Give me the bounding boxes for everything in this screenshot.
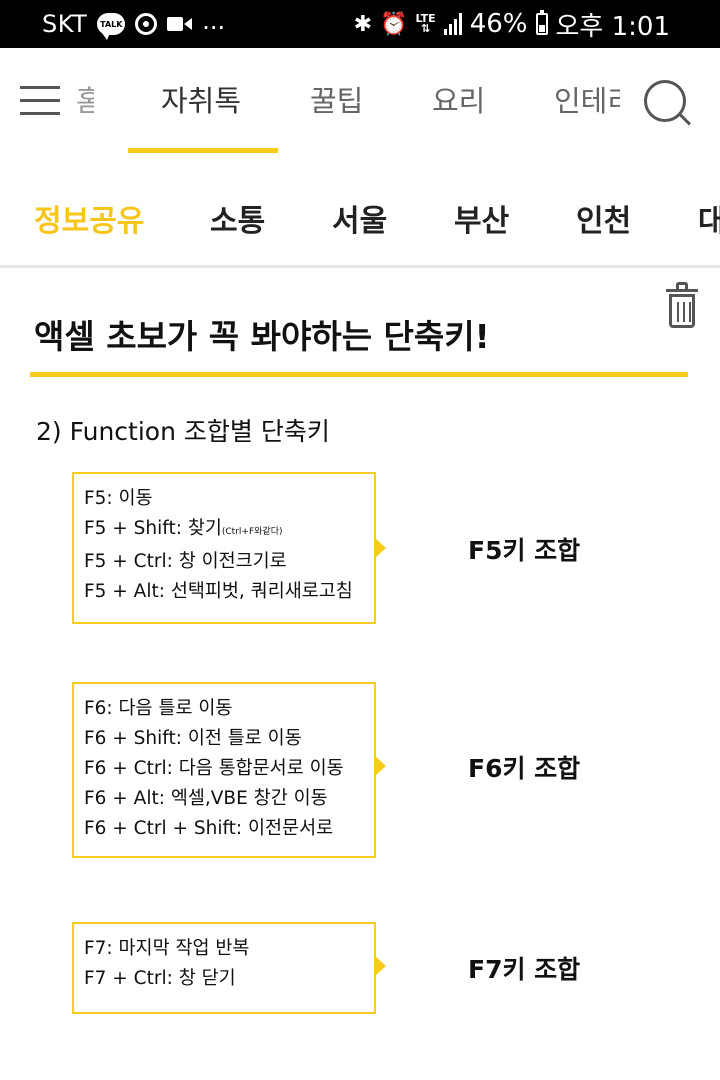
- shortcut-line: F5: 이동: [84, 488, 153, 509]
- clock: 오후 1:01: [555, 11, 671, 42]
- shortcut-box-f6: F6: 다음 틀로 이동 F6 + Shift: 이전 틀로 이동 F6 + C…: [72, 682, 386, 858]
- subtab-communication[interactable]: 소통: [210, 204, 266, 239]
- subtab-seoul[interactable]: 서울: [332, 204, 388, 239]
- shortcut-line: F6 + Ctrl + Shift: 이전문서로: [84, 818, 334, 839]
- battery-icon: [535, 10, 548, 35]
- menu-icon[interactable]: [20, 84, 60, 116]
- battery-percent: 46%: [469, 9, 528, 39]
- tab-home[interactable]: 홈: [76, 84, 94, 118]
- pointer-arrow-icon: [375, 538, 386, 558]
- combo-label-f6: F6키 조합: [468, 754, 581, 783]
- shortcut-box-f7: F7: 마지막 작업 반복 F7 + Ctrl: 창 닫기: [72, 922, 386, 1014]
- shortcut-line: F5 + Ctrl: 창 이전크기로: [84, 551, 287, 572]
- shortcut-line: F7: 마지막 작업 반복: [84, 938, 250, 959]
- status-bar-left: SKT TALK ...: [42, 7, 226, 40]
- shortcut-note: (Ctrl+F와같다): [221, 527, 283, 537]
- shortcut-line: F5 + Shift: 찾기(Ctrl+F와같다): [84, 514, 374, 547]
- combo-label-f5: F5키 조합: [468, 536, 581, 565]
- shortcut-text: F5 + Shift: 찾기: [84, 518, 222, 539]
- tab-interior[interactable]: 인테리어: [554, 84, 620, 118]
- tab-cooking[interactable]: 요리: [432, 84, 486, 118]
- lte-label: LTE: [415, 12, 436, 25]
- signal-icon: [443, 13, 462, 35]
- trash-icon[interactable]: [666, 282, 698, 328]
- more-notifications-icon: ...: [202, 7, 226, 35]
- section-title: 2) Function 조합별 단축키: [36, 417, 330, 446]
- bluetooth-icon: ✱: [353, 11, 373, 37]
- subtab-daegu[interactable]: 대구: [698, 204, 720, 239]
- subtab-info-share[interactable]: 정보공유: [34, 204, 145, 239]
- tab-tips[interactable]: 꿀팁: [310, 84, 364, 118]
- sync-icon: [135, 13, 158, 35]
- shortcut-line: F6 + Alt: 엑셀,VBE 창간 이동: [84, 788, 328, 809]
- carrier-label: SKT: [42, 10, 88, 38]
- pointer-arrow-icon: [375, 756, 386, 776]
- search-icon[interactable]: [642, 78, 694, 130]
- shortcut-line: F7 + Ctrl: 창 닫기: [84, 968, 236, 989]
- subtab-busan[interactable]: 부산: [454, 204, 510, 239]
- status-bar: SKT TALK ... ✱ ⏰ LTE⇅ 46% 오후 1:01: [0, 0, 720, 48]
- shortcut-line: F6 + Ctrl: 다음 통합문서로 이동: [84, 758, 344, 779]
- pointer-arrow-icon: [375, 956, 386, 976]
- shortcut-box-f5: F5: 이동 F5 + Shift: 찾기(Ctrl+F와같다) F5 + Ct…: [72, 472, 386, 624]
- subtab-incheon[interactable]: 인천: [576, 204, 632, 239]
- top-nav: 홈 자취톡 꿀팁 요리 인테리어: [0, 48, 720, 156]
- alarm-icon: ⏰: [380, 11, 408, 37]
- lte-icon: LTE⇅: [415, 12, 436, 35]
- sub-nav: 정보공유 소통 서울 부산 인천 대구: [0, 156, 720, 268]
- title-divider: [30, 372, 688, 377]
- kakaotalk-icon: TALK: [97, 13, 126, 40]
- video-camera-icon: [167, 17, 193, 31]
- status-bar-right: ✱ ⏰ LTE⇅ 46% 오후 1:01: [354, 6, 670, 42]
- shortcut-line: F6 + Shift: 이전 틀로 이동: [84, 728, 302, 749]
- active-tab-indicator: [128, 148, 278, 153]
- combo-label-f7: F7키 조합: [468, 955, 581, 984]
- shortcut-line: F6: 다음 틀로 이동: [84, 698, 233, 719]
- post-title: 액셀 초보가 꼭 봐야하는 단축키!: [34, 317, 490, 356]
- shortcut-line: F5 + Alt: 선택피벗, 쿼리새로고침: [84, 581, 353, 602]
- tab-jachwitalk[interactable]: 자취톡: [161, 84, 242, 118]
